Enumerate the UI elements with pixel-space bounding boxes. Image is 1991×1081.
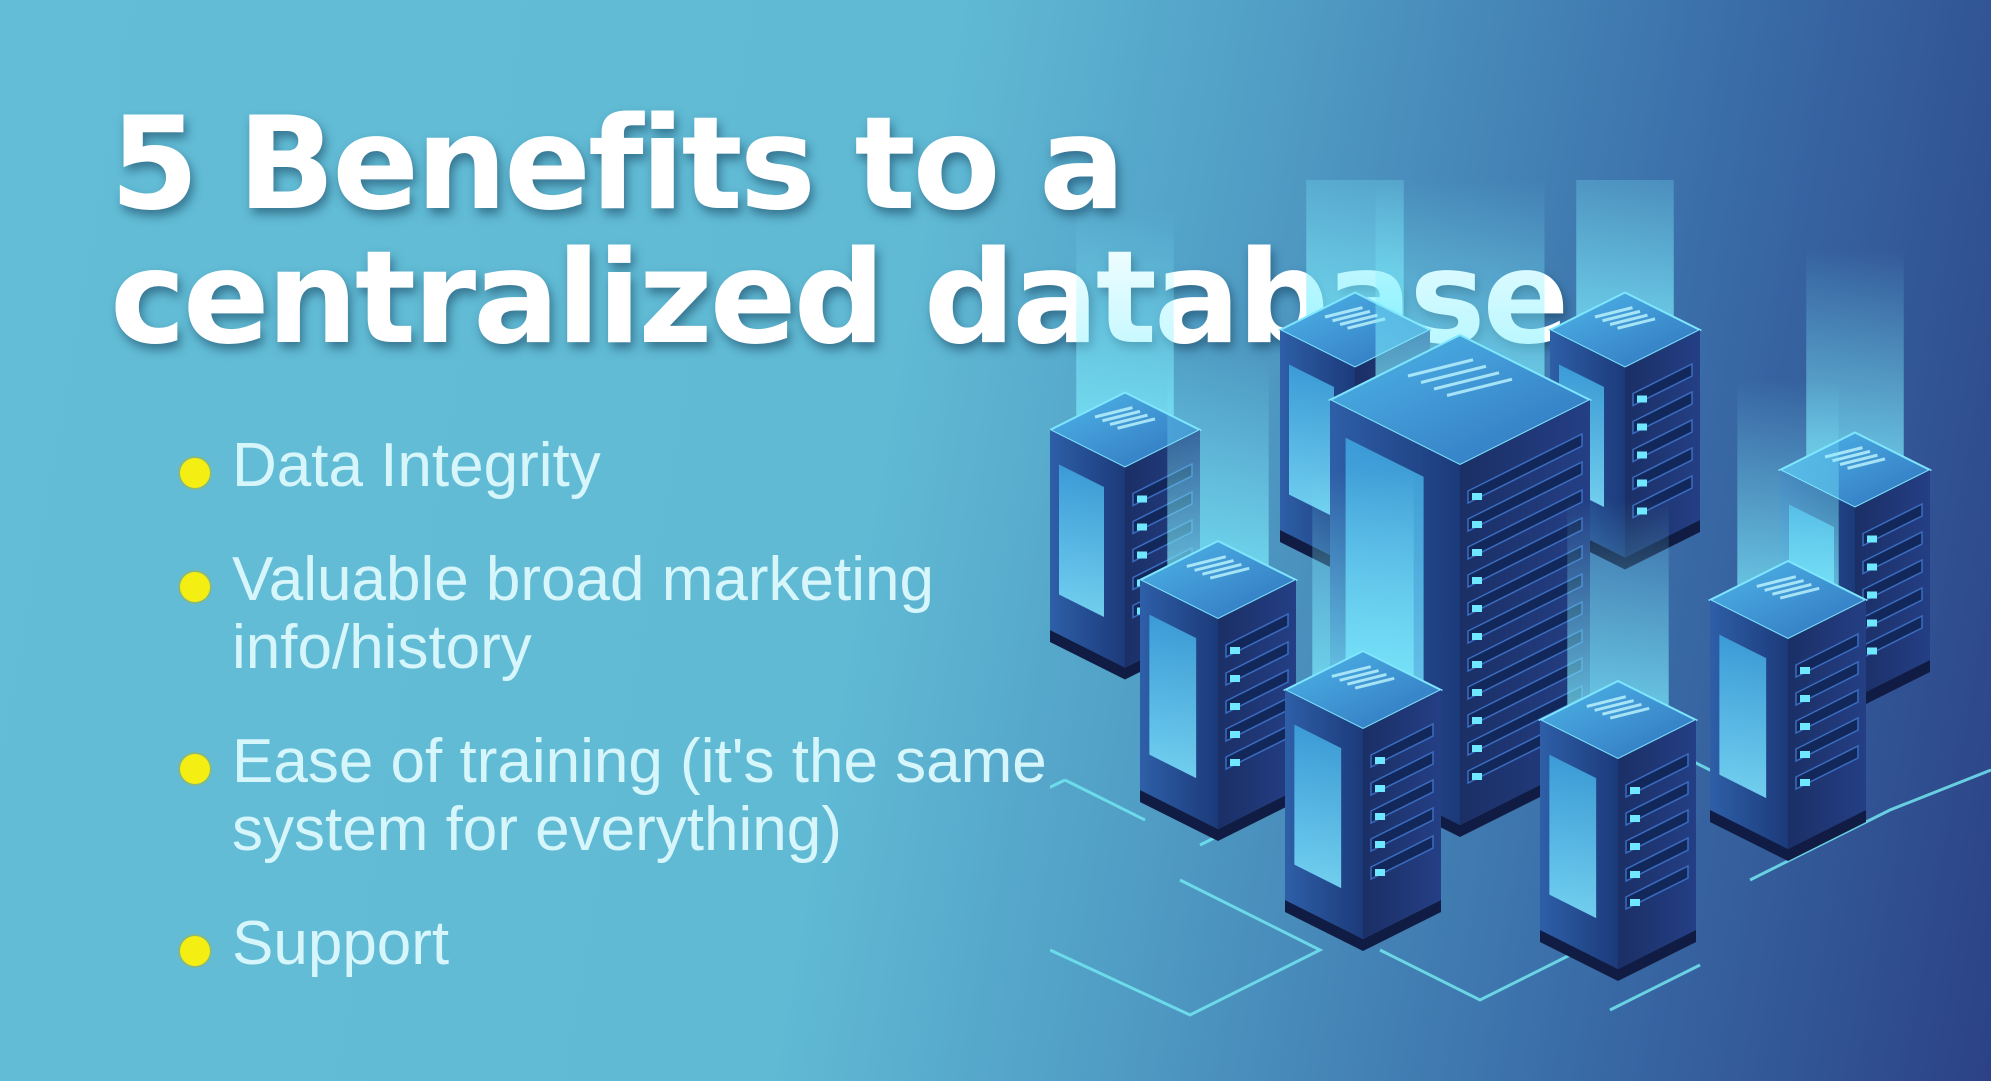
status-light (1472, 549, 1482, 556)
status-light (1375, 841, 1385, 848)
server-racks (1050, 180, 1933, 981)
status-light (1472, 521, 1482, 528)
connector-line (1050, 878, 1324, 1017)
bullet-dot-icon (180, 572, 210, 602)
list-item: Data Integrity (176, 432, 1076, 500)
status-light (1630, 871, 1640, 878)
status-light (1137, 495, 1147, 503)
connector-line (1064, 778, 1146, 822)
status-light (1230, 759, 1240, 766)
status-light (1800, 667, 1810, 674)
connector-line (1379, 948, 1571, 1002)
status-light (1230, 647, 1240, 654)
status-light (1472, 605, 1482, 612)
status-light (1637, 395, 1647, 403)
status-light (1867, 563, 1877, 571)
status-light (1637, 423, 1647, 431)
rack-base (1540, 930, 1696, 981)
list-item: Support (176, 910, 1076, 978)
status-light (1472, 661, 1482, 668)
rack-door (1149, 614, 1197, 779)
rack-door (1059, 464, 1104, 617)
bullet-dot-icon (180, 458, 210, 488)
connector-line (1050, 778, 1066, 789)
status-light (1230, 731, 1240, 738)
list-item-label: Valuable broad marketing info/history (232, 545, 934, 682)
light-beam (1576, 180, 1674, 340)
server-rack (1707, 380, 1869, 861)
server-rack (1282, 470, 1444, 951)
benefits-list: Data Integrity Valuable broad marketing … (176, 432, 1076, 1024)
status-light (1867, 535, 1877, 543)
rack-base (1285, 900, 1441, 951)
connector-line (1609, 963, 1701, 1012)
status-light (1472, 717, 1482, 724)
list-item-label: Ease of training (it's the same system f… (232, 727, 1047, 864)
rack-door (1294, 724, 1342, 889)
rack-base (1140, 790, 1296, 841)
list-item: Ease of training (it's the same system f… (176, 728, 1076, 864)
status-light (1800, 779, 1810, 786)
status-light (1375, 757, 1385, 764)
status-light (1472, 745, 1482, 752)
status-light (1230, 703, 1240, 710)
status-light (1472, 577, 1482, 584)
status-light (1472, 689, 1482, 696)
status-light (1867, 619, 1877, 627)
status-light (1867, 647, 1877, 655)
status-light (1375, 869, 1385, 876)
status-light (1230, 675, 1240, 682)
status-light (1800, 751, 1810, 758)
light-beam (1567, 500, 1669, 730)
status-light (1630, 787, 1640, 794)
status-light (1800, 723, 1810, 730)
status-light (1472, 493, 1482, 500)
server-racks-illustration (1050, 180, 1991, 1017)
connector-line (1749, 768, 1991, 882)
bullet-dot-icon (180, 936, 210, 966)
light-beam (1167, 360, 1269, 590)
light-beam (1076, 210, 1174, 440)
light-beam (1375, 180, 1545, 410)
bullet-dot-icon (180, 754, 210, 784)
status-light (1637, 479, 1647, 487)
status-light (1137, 551, 1147, 559)
status-light (1472, 773, 1482, 780)
status-light (1137, 523, 1147, 531)
list-item-label: Data Integrity (232, 431, 601, 500)
status-light (1800, 695, 1810, 702)
status-light (1375, 813, 1385, 820)
status-light (1630, 899, 1640, 906)
status-light (1375, 785, 1385, 792)
list-item-label: Support (232, 909, 450, 978)
status-light (1630, 815, 1640, 822)
status-light (1867, 591, 1877, 599)
status-light (1472, 633, 1482, 640)
rack-door (1549, 754, 1597, 919)
rack-base (1710, 810, 1866, 861)
server-rack (1537, 500, 1699, 981)
light-beam (1312, 470, 1414, 700)
rack-door (1719, 634, 1767, 799)
light-beam (1737, 380, 1839, 610)
list-item: Valuable broad marketing info/history (176, 546, 1076, 682)
status-light (1630, 843, 1640, 850)
status-light (1637, 451, 1647, 459)
